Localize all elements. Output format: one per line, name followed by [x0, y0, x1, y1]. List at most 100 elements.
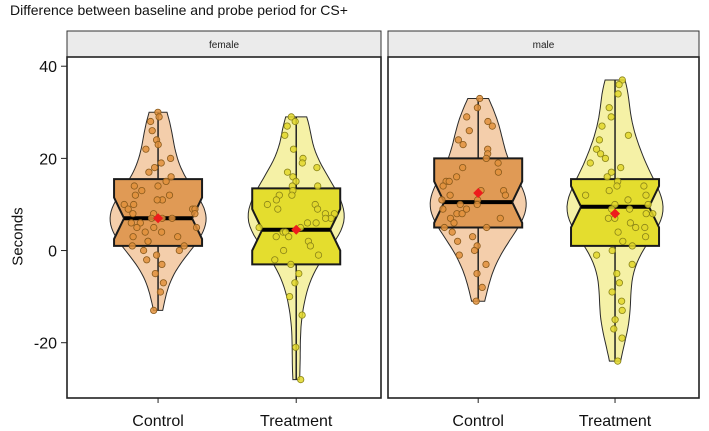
data-point [145, 168, 153, 176]
data-point [279, 246, 288, 255]
x-tick-label: Treatment [260, 413, 333, 430]
data-point [618, 334, 626, 342]
data-point [459, 141, 467, 149]
data-point [601, 154, 610, 162]
mean-marker [610, 208, 621, 219]
data-point [291, 117, 299, 126]
data-point [150, 223, 158, 232]
data-point [482, 223, 491, 232]
data-point [289, 145, 298, 153]
data-point [463, 113, 471, 121]
data-point [165, 191, 174, 199]
data-point [494, 168, 502, 176]
x-tick-label: Treatment [579, 413, 652, 430]
data-point [615, 279, 624, 287]
data-point [607, 113, 615, 121]
data-point [618, 306, 626, 314]
data-point [174, 233, 182, 241]
data-point [472, 297, 480, 305]
data-point [470, 246, 479, 255]
data-point [614, 228, 622, 236]
data-point [147, 117, 155, 126]
data-point [141, 228, 149, 236]
facet-strip-label: male [533, 40, 555, 51]
mean-marker [291, 224, 302, 235]
data-point [255, 223, 263, 232]
data-point [605, 104, 613, 112]
data-point [131, 191, 139, 199]
data-point [180, 242, 188, 250]
data-point [283, 122, 291, 130]
data-point [263, 200, 271, 209]
data-point [272, 233, 280, 241]
data-point [459, 164, 467, 172]
data-point [454, 136, 462, 144]
data-point [303, 219, 312, 227]
data-point [306, 242, 314, 250]
data-point [298, 159, 306, 167]
data-point [192, 223, 201, 232]
data-point [446, 191, 454, 199]
data-point [130, 200, 138, 209]
data-point [619, 237, 627, 245]
data-point [496, 214, 504, 222]
data-point [314, 251, 323, 259]
data-point [603, 173, 611, 181]
data-point [592, 145, 601, 153]
data-point [617, 164, 625, 172]
data-point [158, 260, 166, 268]
data-point [488, 122, 496, 130]
facet-strip-label: female [209, 40, 239, 51]
data-point [314, 182, 322, 190]
data-point [313, 205, 322, 213]
data-point [482, 154, 490, 162]
data-point [274, 205, 282, 213]
data-point [610, 325, 618, 333]
data-point [482, 260, 490, 268]
data-point [615, 81, 623, 89]
data-point [452, 173, 461, 181]
data-point [642, 210, 650, 218]
data-point [283, 168, 292, 176]
data-point [272, 196, 280, 204]
data-point [130, 182, 138, 190]
data-point [462, 205, 471, 213]
data-point [285, 292, 294, 301]
data-point [175, 246, 183, 255]
data-point [150, 306, 158, 314]
y-tick-label: 0 [48, 244, 57, 261]
data-point [608, 288, 616, 296]
data-point [626, 219, 635, 227]
data-point [448, 228, 456, 236]
x-tick-label: Control [132, 413, 184, 430]
data-point [624, 196, 632, 204]
data-point [127, 219, 135, 227]
data-point [501, 191, 509, 199]
data-point [465, 127, 473, 135]
data-point [281, 131, 289, 139]
mean-marker [473, 187, 484, 198]
data-point [581, 191, 590, 199]
data-point [614, 357, 622, 365]
data-point [604, 214, 613, 222]
data-point [133, 223, 141, 232]
data-point [458, 210, 466, 218]
data-point [271, 256, 279, 264]
data-point [440, 223, 448, 232]
y-tick-label: 20 [39, 151, 57, 168]
data-point [478, 283, 486, 291]
data-point [632, 223, 640, 232]
data-point [445, 177, 453, 185]
data-point [473, 104, 481, 112]
data-point [162, 177, 170, 185]
data-point [613, 182, 621, 190]
data-point [608, 246, 616, 255]
data-point [614, 90, 622, 98]
data-point [167, 154, 175, 162]
data-point [613, 269, 621, 278]
data-point [291, 279, 299, 287]
y-tick-label: -20 [34, 336, 57, 353]
facet-strip [387, 30, 700, 58]
data-point [607, 168, 616, 176]
